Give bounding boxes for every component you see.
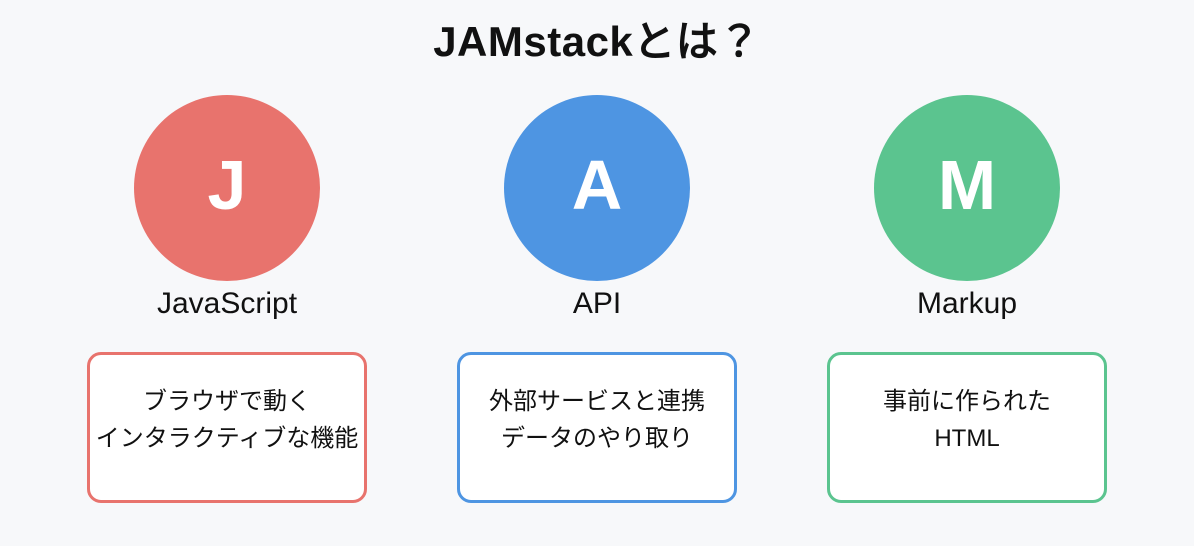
markup-circle-letter: M xyxy=(937,146,997,224)
markup-circle: M xyxy=(874,95,1060,281)
page-title: JAMstackとは？ xyxy=(433,18,761,65)
javascript-description-box: ブラウザで動く インタラクティブな機能 xyxy=(87,352,367,503)
api-description-box: 外部サービスと連携 データのやり取り xyxy=(457,352,737,503)
description-line: データのやり取り xyxy=(501,424,693,452)
jamstack-columns: J JavaScript ブラウザで動く インタラクティブな機能 A API 外… xyxy=(0,95,1194,503)
column-api: A API 外部サービスと連携 データのやり取り xyxy=(457,95,737,503)
javascript-circle: J xyxy=(134,95,320,281)
api-label: API xyxy=(572,287,622,320)
api-circle-letter: A xyxy=(571,146,623,224)
javascript-circle-letter: J xyxy=(207,146,247,224)
markup-label: Markup xyxy=(916,287,1018,320)
description-line: 事前に作られた xyxy=(883,387,1051,415)
api-circle: A xyxy=(504,95,690,281)
javascript-label: JavaScript xyxy=(156,287,298,320)
description-line: HTML xyxy=(934,424,1000,452)
description-line: インタラクティブな機能 xyxy=(95,424,359,452)
column-markup: M Markup 事前に作られた HTML xyxy=(827,95,1107,503)
markup-description-box: 事前に作られた HTML xyxy=(827,352,1107,503)
description-line: ブラウザで動く xyxy=(143,387,311,415)
description-line: 外部サービスと連携 xyxy=(489,387,705,415)
column-javascript: J JavaScript ブラウザで動く インタラクティブな機能 xyxy=(87,95,367,503)
